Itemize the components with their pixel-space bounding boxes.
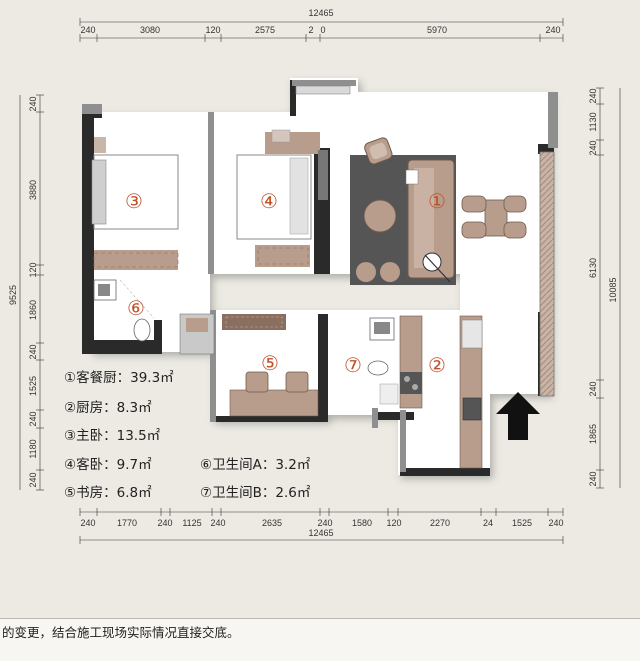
marker-study: ⑤ (261, 351, 279, 375)
study-chair-2 (285, 371, 309, 393)
right-seg-6: 240 (588, 471, 598, 486)
marker-guest-bedroom: ④ (260, 189, 278, 213)
bottom-total-label: 12465 (308, 528, 333, 538)
top-seg-6: 5970 (427, 25, 447, 35)
study-chair-1 (245, 371, 269, 393)
wall-outlines (82, 80, 558, 472)
bottom-dimension: 240 1770 240 1125 240 2635 240 1580 120 … (79, 508, 564, 544)
left-seg-3: 1860 (28, 300, 38, 320)
left-seg-5: 1525 (28, 376, 38, 396)
bottom-seg-9: 2270 (430, 518, 450, 528)
guest-wardrobe (255, 245, 310, 267)
guest-bedroom (236, 129, 328, 267)
study-shelf (222, 314, 286, 330)
bottom-seg-10: 24 (483, 518, 493, 528)
right-seg-0: 240 (588, 88, 598, 103)
study-desk (229, 389, 319, 417)
bottom-seg-1: 1770 (117, 518, 137, 528)
top-seg-2: 120 (205, 25, 220, 35)
living-area (350, 137, 527, 285)
top-seg-1: 3080 (140, 25, 160, 35)
kitchen-counter-right (459, 315, 483, 469)
marker-master-bedroom: ③ (125, 189, 143, 213)
footer-note: 的变更，结合施工现场实际情况直接交底。 (2, 625, 240, 640)
left-seg-1: 3880 (28, 180, 38, 200)
right-seg-1: 1130 (588, 112, 598, 131)
bathroom-b (367, 317, 399, 405)
kitchen-sink (462, 397, 482, 421)
entry-arrow-icon (496, 392, 540, 440)
right-total-label: 10085 (608, 277, 618, 302)
right-seg-2: 240 (588, 140, 598, 155)
left-seg-4: 240 (28, 344, 38, 359)
right-seg-3: 6130 (588, 258, 598, 278)
kitchen-stove (400, 372, 422, 394)
kitchen-counter-left (399, 315, 423, 409)
left-seg-0: 240 (28, 96, 38, 111)
guest-chair (271, 129, 291, 143)
left-seg-2: 120 (28, 262, 38, 277)
bottom-seg-4: 240 (210, 518, 225, 528)
bottom-seg-5: 2635 (262, 518, 282, 528)
bottom-seg-2: 240 (157, 518, 172, 528)
legend-bathroom-b: ⑦卫生间B：2.6㎡ (200, 485, 311, 501)
bottom-seg-12: 240 (548, 518, 563, 528)
top-seg-4: 2 (308, 25, 313, 35)
toilet-a (133, 318, 151, 342)
bottom-seg-8: 120 (386, 518, 401, 528)
marker-bathroom-b: ⑦ (344, 353, 362, 377)
floor-plan: 12465 240 3080 120 2575 2 0 5970 240 240… (8, 8, 621, 544)
left-total-label: 9525 (8, 285, 18, 305)
master-bed (93, 154, 179, 230)
marker-living: ① (428, 189, 446, 213)
top-dimension: 12465 240 3080 120 2575 2 0 5970 240 (79, 8, 564, 42)
floor-lamp (422, 252, 451, 283)
top-ticks (79, 34, 564, 42)
legend-living: ①客餐厨：39.3㎡ (64, 370, 174, 386)
marker-kitchen: ② (428, 353, 446, 377)
coffee-table (405, 169, 419, 185)
bottom-seg-6: 240 (317, 518, 332, 528)
left-seg-8: 240 (28, 472, 38, 487)
study (179, 313, 319, 417)
top-seg-5: 0 (320, 25, 325, 35)
nightstand (94, 137, 106, 153)
window-right (539, 151, 555, 397)
round-table (363, 199, 397, 233)
bathroom-a (93, 279, 155, 342)
toilet-b (367, 360, 389, 376)
legend-study: ⑤书房：6.8㎡ (64, 485, 152, 501)
bottom-seg-0: 240 (80, 518, 95, 528)
right-dimension: 240 1130 240 6130 240 1865 240 10085 (588, 87, 621, 489)
top-seg-7: 240 (545, 25, 560, 35)
fridge (461, 319, 483, 349)
room-markers: ① ② ③ ④ ⑤ ⑥ ⑦ (125, 189, 446, 377)
left-seg-6: 240 (28, 411, 38, 426)
legend-kitchen: ②厨房：8.3㎡ (64, 400, 152, 416)
legend-master-bedroom: ③主卧：13.5㎡ (64, 428, 161, 444)
top-seg-3: 2575 (255, 25, 275, 35)
bottom-seg-11: 1525 (512, 518, 532, 528)
window-top (295, 85, 351, 95)
top-seg-0: 240 (80, 25, 95, 35)
right-seg-4: 240 (588, 381, 598, 396)
left-seg-7: 1180 (28, 439, 38, 458)
master-bedroom (91, 137, 179, 270)
footer-note-bar: 的变更，结合施工现场实际情况直接交底。 (0, 618, 640, 661)
wardrobe (94, 250, 178, 270)
bottom-seg-7: 1580 (352, 518, 372, 528)
legend-guest-bedroom: ④客卧：9.7㎡ (64, 457, 152, 473)
marker-bathroom-a: ⑥ (127, 296, 145, 320)
right-seg-5: 1865 (588, 424, 598, 444)
legend-bathroom-a: ⑥卫生间A：3.2㎡ (200, 457, 311, 473)
dining-set (461, 195, 527, 239)
bottom-seg-3: 1125 (182, 518, 201, 528)
armchair (364, 137, 393, 165)
kitchen (399, 315, 483, 469)
top-total-label: 12465 (308, 8, 333, 18)
left-dimension: 9525 240 3880 120 1860 240 1525 240 1180… (8, 94, 44, 491)
